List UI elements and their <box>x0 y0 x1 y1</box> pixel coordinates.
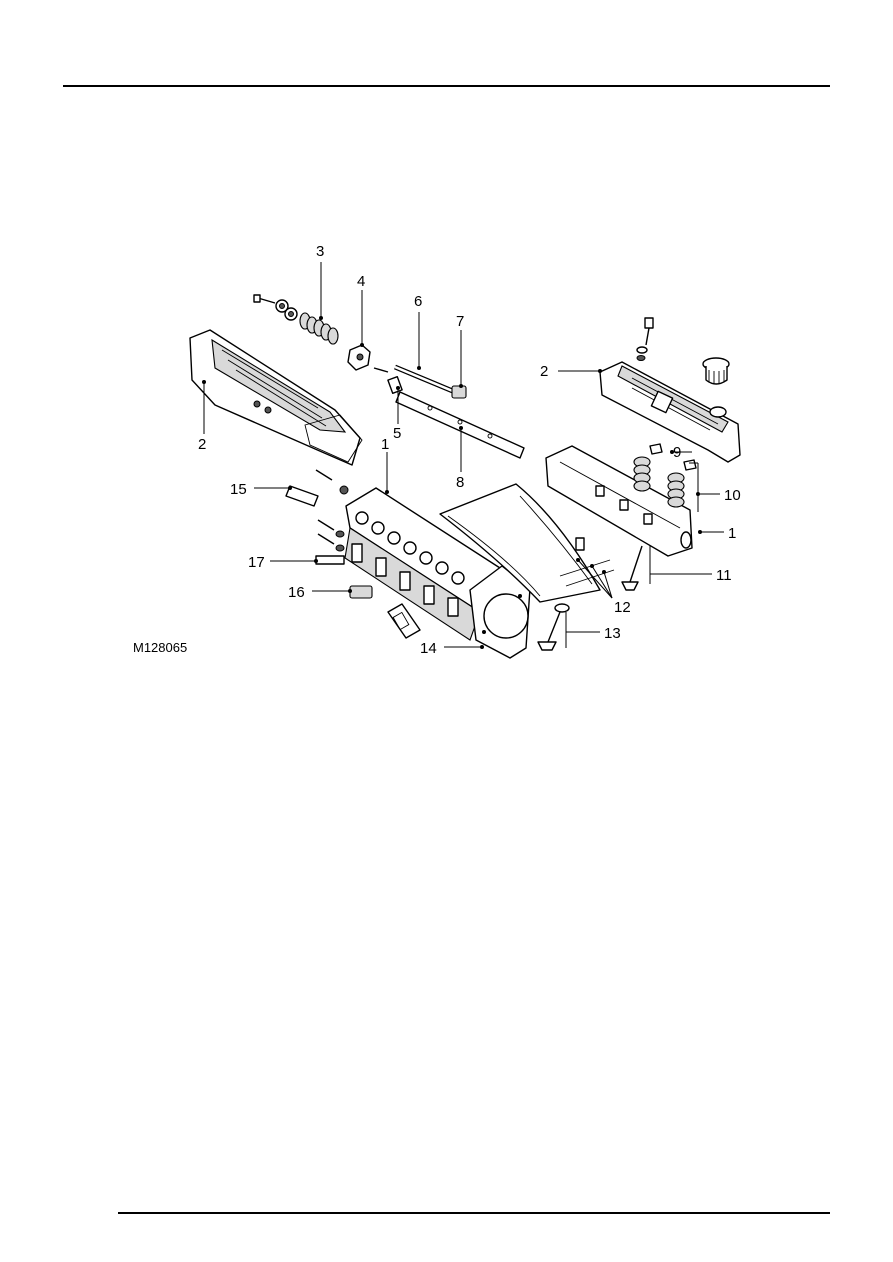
callout-17: 17 <box>248 554 265 571</box>
valve-springs <box>633 456 685 508</box>
cylinder-head-exploded-diagram: 3 4 6 7 2 5 2 1 9 8 15 10 1 17 11 16 12 … <box>133 243 741 659</box>
oil-filler-cap <box>702 357 730 385</box>
callout-3: 3 <box>316 243 324 260</box>
figure-id: M128065 <box>133 640 187 655</box>
callout-16: 16 <box>288 584 305 601</box>
exhaust-valve <box>621 545 643 591</box>
stud-17 <box>315 555 345 565</box>
callout-12: 12 <box>614 599 631 616</box>
stud-16 <box>349 585 373 599</box>
header-rule <box>63 85 830 87</box>
valve-collets <box>649 443 697 471</box>
rocker-spring-set <box>253 294 339 345</box>
callout-2-left: 2 <box>198 436 206 453</box>
callout-5: 5 <box>393 425 401 442</box>
rocker-cover-left <box>189 329 363 466</box>
valve-guide <box>285 485 319 507</box>
rocker-shaft <box>395 391 525 459</box>
callout-6: 6 <box>414 293 422 310</box>
callout-1-right: 1 <box>728 525 736 542</box>
pushrod <box>394 364 456 395</box>
valley-gasket <box>439 483 615 603</box>
rocker-arm <box>347 344 371 371</box>
exhaust-gasket <box>387 603 421 639</box>
head-gasket <box>469 565 531 659</box>
cover-bolt <box>636 317 654 361</box>
callout-9: 9 <box>673 444 681 461</box>
callout-10: 10 <box>724 487 741 504</box>
callout-11: 11 <box>716 567 732 584</box>
footer-rule <box>118 1212 830 1214</box>
callout-8: 8 <box>456 474 464 491</box>
callout-13: 13 <box>604 625 621 642</box>
inlet-valve <box>537 603 570 651</box>
callout-15: 15 <box>230 481 247 498</box>
callout-4: 4 <box>357 273 365 290</box>
callout-7: 7 <box>456 313 464 330</box>
head-bolts <box>315 469 349 552</box>
leader-lines <box>202 262 724 649</box>
rocker-cover-right <box>599 361 741 463</box>
callout-14: 14 <box>420 640 437 657</box>
hydraulic-tappet <box>451 385 467 399</box>
callout-2-right: 2 <box>540 363 548 380</box>
callout-1-left: 1 <box>381 436 389 453</box>
cylinder-head-right <box>545 445 693 557</box>
